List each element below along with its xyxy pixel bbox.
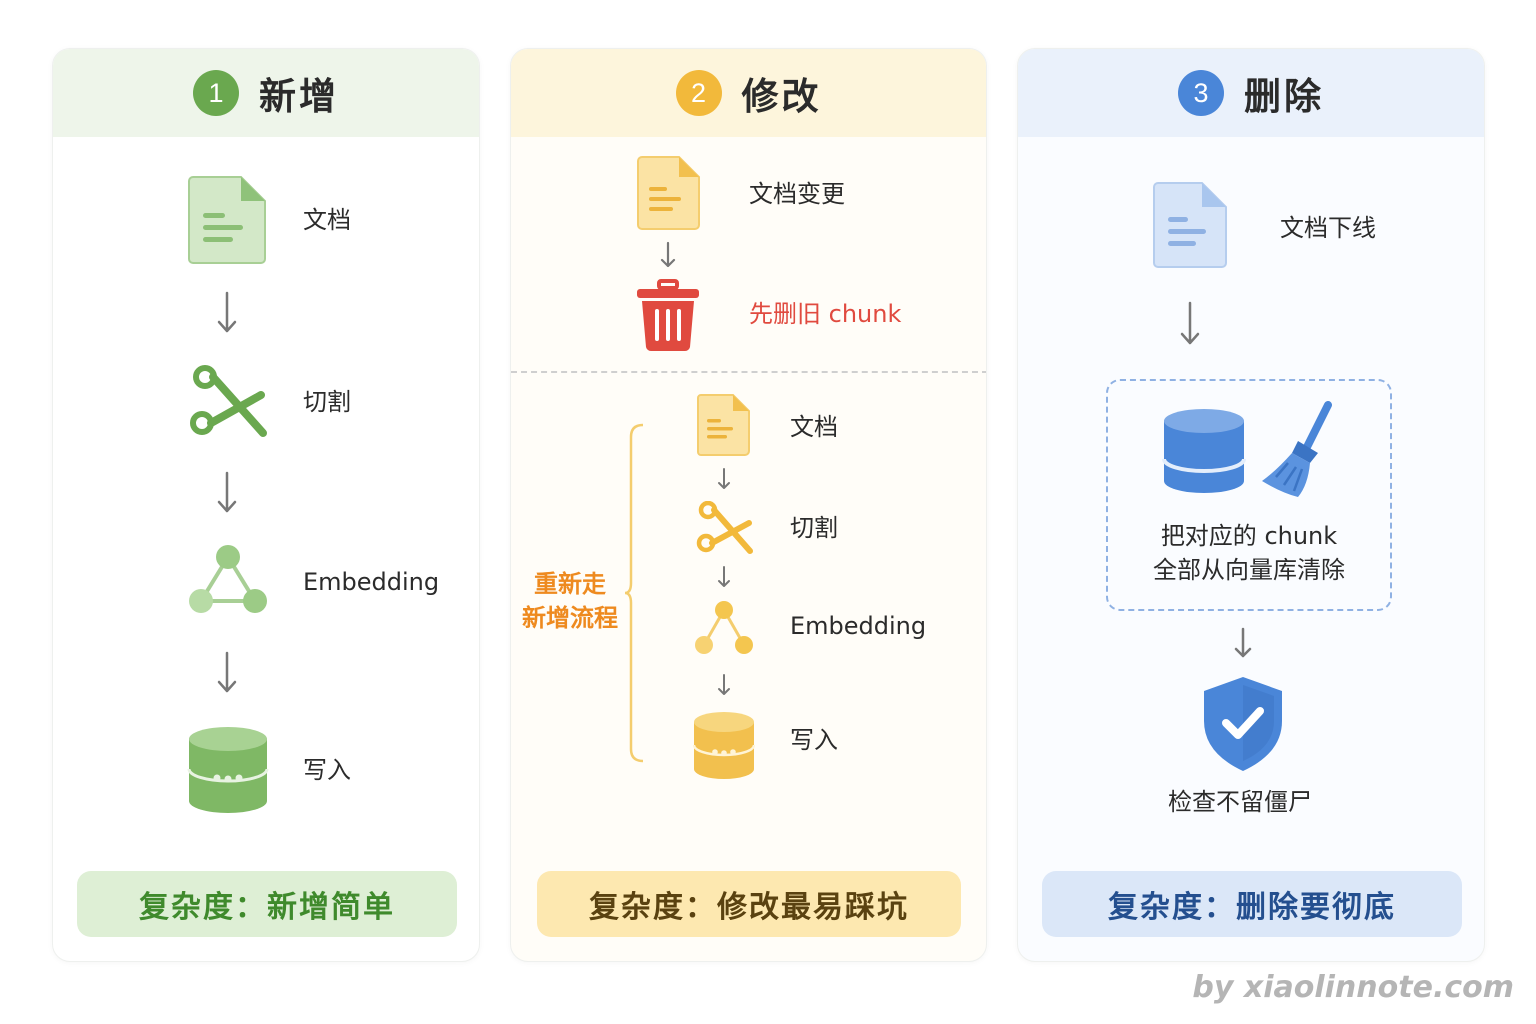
embedding-graph-icon <box>189 545 267 613</box>
step-label: Embedding <box>790 612 927 640</box>
curly-brace <box>624 423 644 763</box>
document-icon <box>1153 182 1227 268</box>
credit-watermark: by xiaolinnote.com <box>1192 970 1514 1005</box>
step-label: 文档变更 <box>749 180 845 208</box>
arrow-down-icon <box>718 468 730 489</box>
card-add: 1 新增 文档 切割 Embedding <box>52 48 480 962</box>
arrow-down-icon <box>217 291 237 333</box>
scissors-icon <box>190 365 267 437</box>
document-icon <box>188 176 266 264</box>
card-delete: 3 删除 文档下线 把对应的 chunk 全部从向量库清除 检查不留僵尸 <box>1017 48 1485 962</box>
card-delete-header: 3 删除 <box>1018 49 1484 137</box>
rerun-label-line: 重新走 <box>534 570 606 598</box>
card-add-title: 新增 <box>259 75 339 118</box>
database-icon <box>693 712 755 779</box>
rerun-label-line: 新增流程 <box>522 604 618 632</box>
step-label: 写入 <box>790 726 838 754</box>
document-icon <box>697 394 750 456</box>
purge-text-line: 把对应的 chunk <box>1160 522 1338 550</box>
card-delete-title: 删除 <box>1244 75 1324 118</box>
step-label: 文档下线 <box>1280 214 1376 242</box>
step-label: 切割 <box>790 514 838 542</box>
embedding-graph-icon <box>695 601 753 654</box>
complexity-badge: 复杂度：删除要彻底 <box>1042 871 1462 937</box>
shield-check-icon <box>1204 677 1282 771</box>
database-icon <box>187 727 269 813</box>
arrow-down-icon <box>718 674 730 695</box>
final-check-label: 检查不留僵尸 <box>1168 788 1312 816</box>
step-number-badge: 1 <box>193 70 239 116</box>
complexity-badge: 复杂度：新增简单 <box>77 871 457 937</box>
broom-icon <box>1262 401 1332 497</box>
scissors-icon <box>696 501 753 554</box>
arrow-down-icon <box>1180 301 1200 345</box>
card-modify-header: 2 修改 <box>511 49 986 137</box>
complexity-badge: 复杂度：修改最易踩坑 <box>537 871 961 937</box>
database-icon <box>1162 409 1246 493</box>
step-label: Embedding <box>303 568 440 596</box>
card-modify-title: 修改 <box>741 75 822 118</box>
purge-text-line: 全部从向量库清除 <box>1153 556 1345 584</box>
step-label: 切割 <box>303 388 351 416</box>
purge-box <box>1106 379 1392 611</box>
arrow-down-icon <box>217 651 237 693</box>
dashed-divider <box>511 371 986 373</box>
step-label: 文档 <box>303 206 351 234</box>
arrow-down-icon <box>1234 627 1252 658</box>
arrow-down-icon <box>217 471 237 513</box>
card-modify: 2 修改 文档变更 先删旧 chunk 重新走 新增流程 文档 <box>510 48 987 962</box>
trash-icon <box>637 279 699 352</box>
purge-text: 把对应的 chunk 全部从向量库清除 <box>1108 519 1390 587</box>
card-add-header: 1 新增 <box>53 49 479 137</box>
step-label: 写入 <box>303 756 351 784</box>
step-number-badge: 3 <box>1178 70 1224 116</box>
arrow-down-icon <box>660 241 676 268</box>
step-label: 文档 <box>790 413 838 441</box>
step-number-badge: 2 <box>675 70 722 116</box>
arrow-down-icon <box>718 566 730 587</box>
rerun-label: 重新走 新增流程 <box>513 567 627 635</box>
document-icon <box>637 156 700 230</box>
step-label-delete-old: 先删旧 chunk <box>749 300 902 328</box>
